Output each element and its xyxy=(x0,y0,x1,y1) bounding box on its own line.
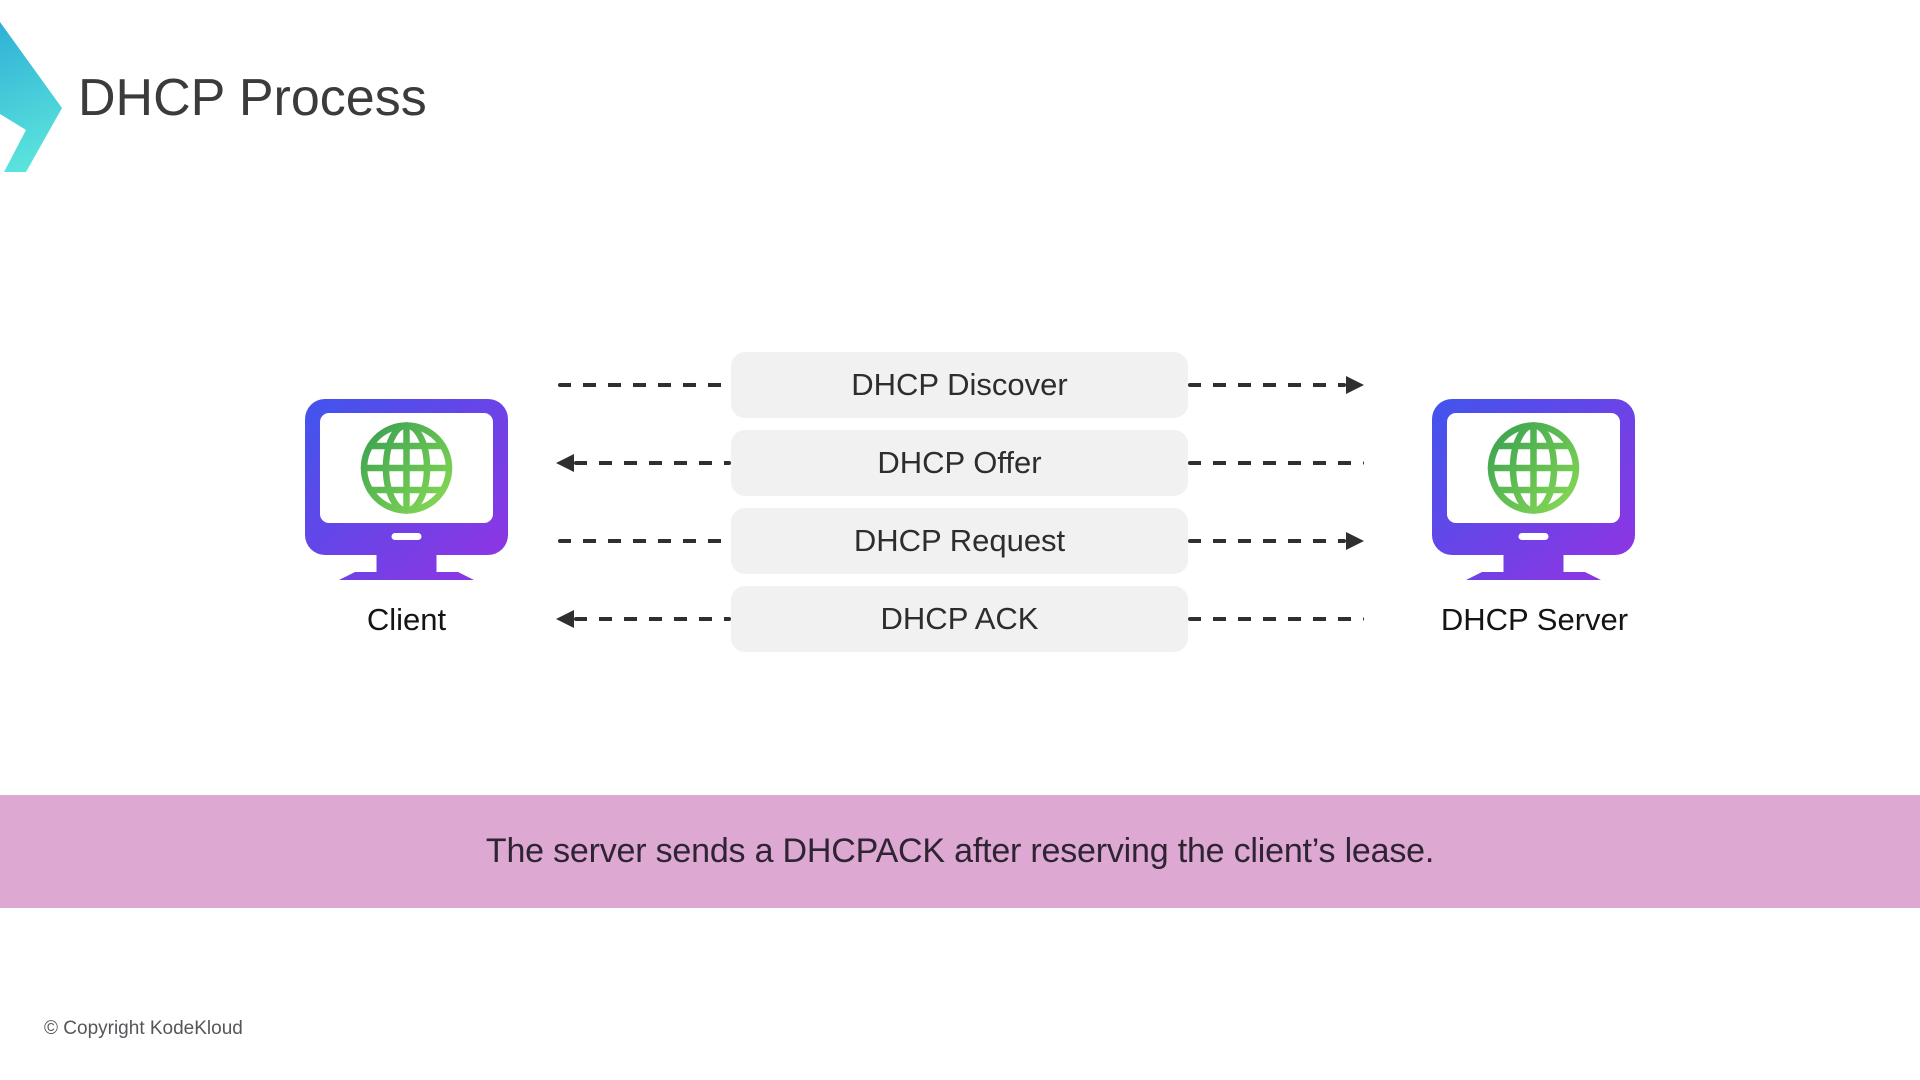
message-row-request: DHCP Request xyxy=(0,508,1920,574)
arrowhead-left-icon xyxy=(556,610,574,628)
message-label: DHCP Offer xyxy=(877,445,1042,480)
page-title: DHCP Process xyxy=(78,69,427,127)
message-row-discover: DHCP Discover xyxy=(0,352,1920,418)
message-label: DHCP Discover xyxy=(851,367,1068,402)
client-computer-icon xyxy=(305,399,508,580)
arrowhead-right-icon xyxy=(1346,376,1364,394)
client-label: Client xyxy=(366,602,447,637)
message-box: DHCP Offer xyxy=(731,430,1188,496)
dashed-line xyxy=(1188,617,1364,621)
message-box: DHCP Request xyxy=(731,508,1188,574)
dashed-line xyxy=(1188,461,1364,465)
message-box: DHCP Discover xyxy=(731,352,1188,418)
dashed-line xyxy=(1188,383,1346,387)
message-label: DHCP Request xyxy=(853,523,1066,558)
summary-banner: The server sends a DHCPACK after reservi… xyxy=(0,795,1920,908)
globe-icon xyxy=(360,422,453,514)
message-box: DHCP ACK xyxy=(731,586,1188,652)
dashed-line xyxy=(558,539,731,543)
server-label: DHCP Server xyxy=(1440,602,1629,637)
arrowhead-left-icon xyxy=(556,454,574,472)
dashed-line xyxy=(558,383,731,387)
message-row-offer: DHCP Offer xyxy=(0,430,1920,496)
dashed-line xyxy=(1188,539,1346,543)
dashed-line xyxy=(574,617,731,621)
message-row-ack: DHCP ACK xyxy=(0,586,1920,652)
dashed-line xyxy=(574,461,731,465)
copyright-text: © Copyright KodeKloud xyxy=(44,1018,243,1039)
summary-banner-text: The server sends a DHCPACK after reservi… xyxy=(485,832,1435,870)
kodekloud-chevron-logo-icon xyxy=(0,22,62,172)
globe-icon xyxy=(1487,422,1580,514)
arrowhead-right-icon xyxy=(1346,532,1364,550)
message-label: DHCP ACK xyxy=(880,601,1039,636)
server-computer-icon xyxy=(1432,399,1635,580)
